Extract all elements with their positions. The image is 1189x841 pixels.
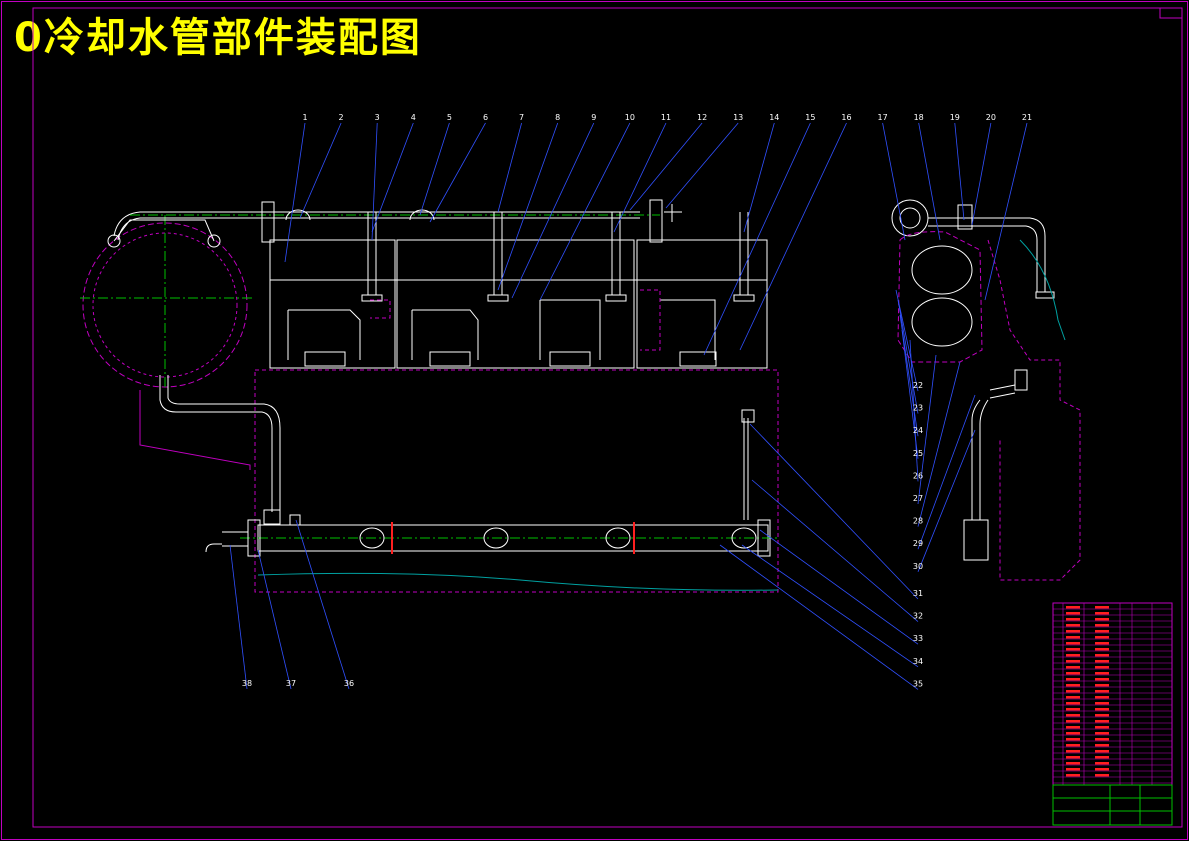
leader-line-4 — [371, 122, 414, 233]
leader-line-33 — [759, 529, 919, 645]
parts-list-entries — [1066, 606, 1109, 777]
leader-line-20 — [971, 122, 992, 226]
part-number-17: 17 — [878, 113, 888, 122]
part-number-26: 26 — [913, 471, 923, 480]
leader-line-6 — [429, 122, 486, 223]
part-number-15: 15 — [805, 113, 815, 122]
side-ground-line — [1019, 239, 1066, 341]
part-number-10: 10 — [625, 113, 635, 122]
leader-line-31 — [749, 423, 919, 600]
part-number-31: 31 — [913, 589, 923, 598]
leader-line-13 — [665, 122, 739, 209]
part-number-9: 9 — [591, 113, 596, 122]
part-number-14: 14 — [769, 113, 779, 122]
part-number-5: 5 — [447, 113, 452, 122]
leader-line-5 — [419, 122, 450, 216]
leader-line-29 — [917, 394, 976, 550]
leader-line-37 — [257, 549, 292, 690]
part-number-1: 1 — [302, 113, 307, 122]
leader-line-38 — [229, 544, 248, 690]
leader-line-36 — [295, 519, 350, 690]
leader-line-30 — [917, 429, 976, 572]
leader-line-19 — [954, 122, 965, 221]
leader-line-15 — [703, 122, 811, 356]
part-number-24: 24 — [913, 426, 923, 435]
part-number-20: 20 — [986, 113, 996, 122]
part-number-33: 33 — [913, 634, 923, 643]
part-number-29: 29 — [913, 539, 923, 548]
leader-line-10 — [539, 122, 631, 301]
part-number-27: 27 — [913, 494, 923, 503]
leader-line-23 — [897, 299, 919, 414]
leader-line-3 — [371, 122, 378, 241]
leader-line-22 — [895, 289, 919, 392]
part-number-3: 3 — [375, 113, 380, 122]
leader-line-11 — [613, 122, 667, 233]
lower-manifold — [205, 409, 780, 557]
leader-line-14 — [743, 122, 775, 233]
part-number-7: 7 — [519, 113, 524, 122]
manifold-joints — [391, 522, 635, 554]
leader-line-21 — [984, 122, 1028, 301]
upper-coolant-pipe — [113, 199, 682, 243]
leader-line-2 — [299, 122, 342, 219]
part-number-23: 23 — [913, 404, 923, 413]
part-number-34: 34 — [913, 657, 923, 666]
side-view — [891, 199, 1055, 561]
leader-line-16 — [739, 122, 847, 351]
part-number-30: 30 — [913, 562, 923, 571]
part-number-6: 6 — [483, 113, 488, 122]
part-number-12: 12 — [697, 113, 707, 122]
part-number-25: 25 — [913, 449, 923, 458]
part-number-4: 4 — [411, 113, 416, 122]
side-view-hidden — [987, 239, 1081, 581]
part-number-32: 32 — [913, 612, 923, 621]
part-number-36: 36 — [344, 679, 354, 688]
leader-line-28 — [917, 361, 961, 527]
leader-line-8 — [497, 122, 559, 291]
part-number-38: 38 — [242, 679, 252, 688]
part-number-37: 37 — [286, 679, 296, 688]
leader-line-12 — [629, 122, 703, 211]
leader-lines — [229, 122, 1028, 690]
part-number-28: 28 — [913, 517, 923, 526]
part-number-22: 22 — [913, 381, 923, 390]
leader-line-1 — [284, 122, 306, 263]
leader-line-26 — [909, 339, 919, 482]
part-number-8: 8 — [555, 113, 560, 122]
water-tank-view — [80, 215, 252, 470]
part-number-13: 13 — [733, 113, 743, 122]
part-number-21: 21 — [1022, 113, 1032, 122]
hidden-outline — [254, 289, 779, 593]
leader-line-18 — [918, 122, 941, 241]
riser-pipes — [285, 209, 755, 302]
leader-line-17 — [882, 122, 906, 241]
leader-line-35 — [719, 544, 919, 690]
part-number-11: 11 — [661, 113, 671, 122]
ground-line — [257, 572, 779, 591]
engine-block — [269, 239, 768, 369]
leader-line-7 — [497, 122, 522, 213]
title-block — [1052, 602, 1173, 826]
part-number-18: 18 — [914, 113, 924, 122]
leader-line-32 — [751, 479, 919, 622]
part-number-16: 16 — [841, 113, 851, 122]
part-number-35: 35 — [913, 679, 923, 688]
leader-line-34 — [741, 544, 919, 668]
drawing-title: 0冷却水管部件装配图 — [14, 15, 422, 61]
part-number-2: 2 — [339, 113, 344, 122]
leader-line-27 — [917, 354, 937, 505]
part-number-19: 19 — [950, 113, 960, 122]
tank-outlet-pipe — [159, 375, 281, 525]
leader-line-9 — [511, 122, 595, 299]
